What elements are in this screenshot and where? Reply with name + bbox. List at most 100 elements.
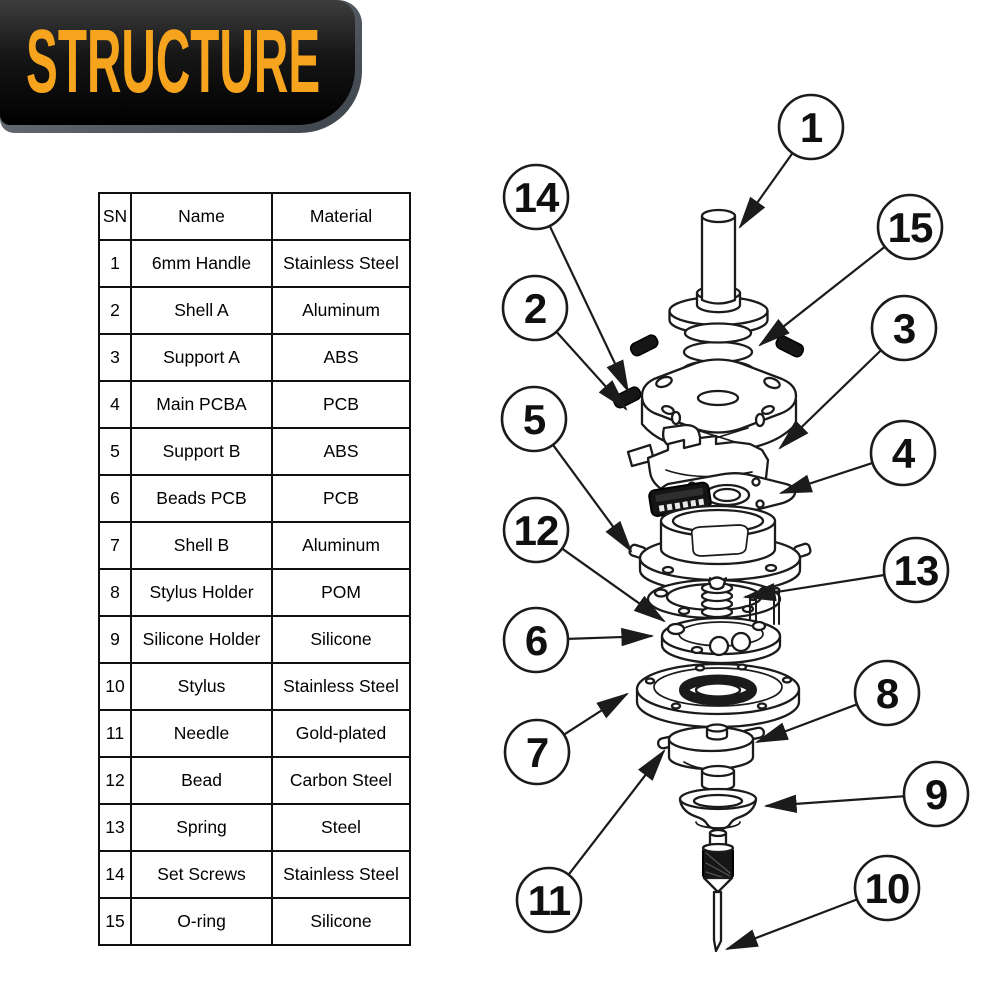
table-cell: Silicone Holder bbox=[130, 615, 273, 664]
part-needle bbox=[712, 890, 723, 953]
table-cell: O-ring bbox=[130, 897, 273, 946]
part-shell-a bbox=[640, 358, 798, 453]
leader-line-1 bbox=[738, 152, 794, 229]
callout-number-14: 14 bbox=[514, 174, 560, 221]
table-cell: 6mm Handle bbox=[130, 239, 273, 288]
callout-number-1: 1 bbox=[800, 104, 823, 151]
callout-12: 12 bbox=[502, 496, 666, 623]
callout-circle-14 bbox=[502, 163, 570, 231]
callout-circle-1 bbox=[777, 93, 845, 161]
table-cell: 5 bbox=[98, 427, 132, 476]
callout-4: 4 bbox=[778, 419, 937, 495]
callout-circle-9 bbox=[902, 760, 970, 828]
table-cell: PCB bbox=[271, 474, 411, 523]
part-spring bbox=[700, 576, 734, 619]
column-header-name: Name bbox=[130, 192, 273, 241]
callout-circle-7 bbox=[503, 718, 571, 786]
table-cell: 7 bbox=[98, 521, 132, 570]
table-cell: 10 bbox=[98, 662, 132, 711]
callout-number-4: 4 bbox=[892, 430, 916, 477]
callout-number-6: 6 bbox=[525, 617, 547, 664]
leader-line-8 bbox=[754, 703, 858, 744]
callout-circle-2 bbox=[501, 274, 569, 342]
part-stylus bbox=[701, 828, 735, 953]
callout-13: 13 bbox=[742, 536, 950, 604]
table-cell: 1 bbox=[98, 239, 132, 288]
column-header-material: Material bbox=[271, 192, 411, 241]
table-cell: Support A bbox=[130, 333, 273, 382]
leader-line-4 bbox=[778, 461, 873, 495]
callout-circle-13 bbox=[882, 536, 950, 604]
callout-circle-6 bbox=[502, 606, 570, 674]
callout-3: 3 bbox=[778, 294, 938, 450]
leader-line-7 bbox=[563, 692, 629, 736]
table-cell: Silicone bbox=[271, 897, 411, 946]
callout-number-11: 11 bbox=[528, 877, 571, 924]
table-cell: Spring bbox=[130, 803, 273, 852]
callout-number-15: 15 bbox=[888, 204, 933, 251]
callout-number-12: 12 bbox=[514, 507, 559, 554]
table-cell: 13 bbox=[98, 803, 132, 852]
part-stylus-holder bbox=[656, 723, 766, 792]
table-header-row: SN Name Material bbox=[98, 192, 411, 241]
table-cell: Stylus Holder bbox=[130, 568, 273, 617]
leader-line-10 bbox=[724, 898, 858, 951]
table-cell: Set Screws bbox=[130, 850, 273, 899]
callout-circle-11 bbox=[515, 866, 583, 934]
callout-10: 10 bbox=[724, 854, 921, 951]
callout-11: 11 bbox=[515, 749, 666, 934]
callout-1: 1 bbox=[738, 93, 845, 229]
table-cell: Beads PCB bbox=[130, 474, 273, 523]
leader-line-14 bbox=[548, 225, 630, 394]
column-header-sn: SN bbox=[98, 192, 132, 241]
callout-circle-12 bbox=[502, 496, 570, 564]
callout-number-8: 8 bbox=[876, 670, 899, 717]
table-cell: Support B bbox=[130, 427, 273, 476]
leader-line-3 bbox=[778, 349, 882, 450]
banner-title: STRUCTURE bbox=[26, 12, 321, 112]
table-cell: 14 bbox=[98, 850, 132, 899]
exploded-assembly bbox=[612, 208, 812, 953]
callout-number-7: 7 bbox=[526, 729, 548, 776]
callout-number-9: 9 bbox=[925, 771, 947, 818]
table-cell: 6 bbox=[98, 474, 132, 523]
table-cell: 8 bbox=[98, 568, 132, 617]
callout-5: 5 bbox=[500, 385, 633, 553]
table-cell: 2 bbox=[98, 286, 132, 335]
table-cell: 3 bbox=[98, 333, 132, 382]
table-cell: Stainless Steel bbox=[271, 662, 411, 711]
leader-line-6 bbox=[567, 627, 655, 647]
leader-line-12 bbox=[561, 547, 666, 623]
structure-banner: STRUCTURE bbox=[0, 0, 362, 133]
callout-number-5: 5 bbox=[523, 396, 546, 443]
callout-number-3: 3 bbox=[893, 305, 915, 352]
table-cell: Stainless Steel bbox=[271, 850, 411, 899]
table-cell: 4 bbox=[98, 380, 132, 429]
callout-circle-3 bbox=[870, 294, 938, 362]
table-cell: 12 bbox=[98, 756, 132, 805]
table-cell: Steel bbox=[271, 803, 411, 852]
part-handle bbox=[700, 208, 737, 305]
leader-line-15 bbox=[758, 245, 886, 347]
leader-line-13 bbox=[742, 573, 885, 602]
table-cell: 11 bbox=[98, 709, 132, 758]
part-beads bbox=[708, 631, 752, 657]
callout-15: 15 bbox=[758, 193, 944, 347]
callout-circle-5 bbox=[500, 385, 568, 453]
callout-circle-15 bbox=[876, 193, 944, 261]
table-cell: POM bbox=[271, 568, 411, 617]
